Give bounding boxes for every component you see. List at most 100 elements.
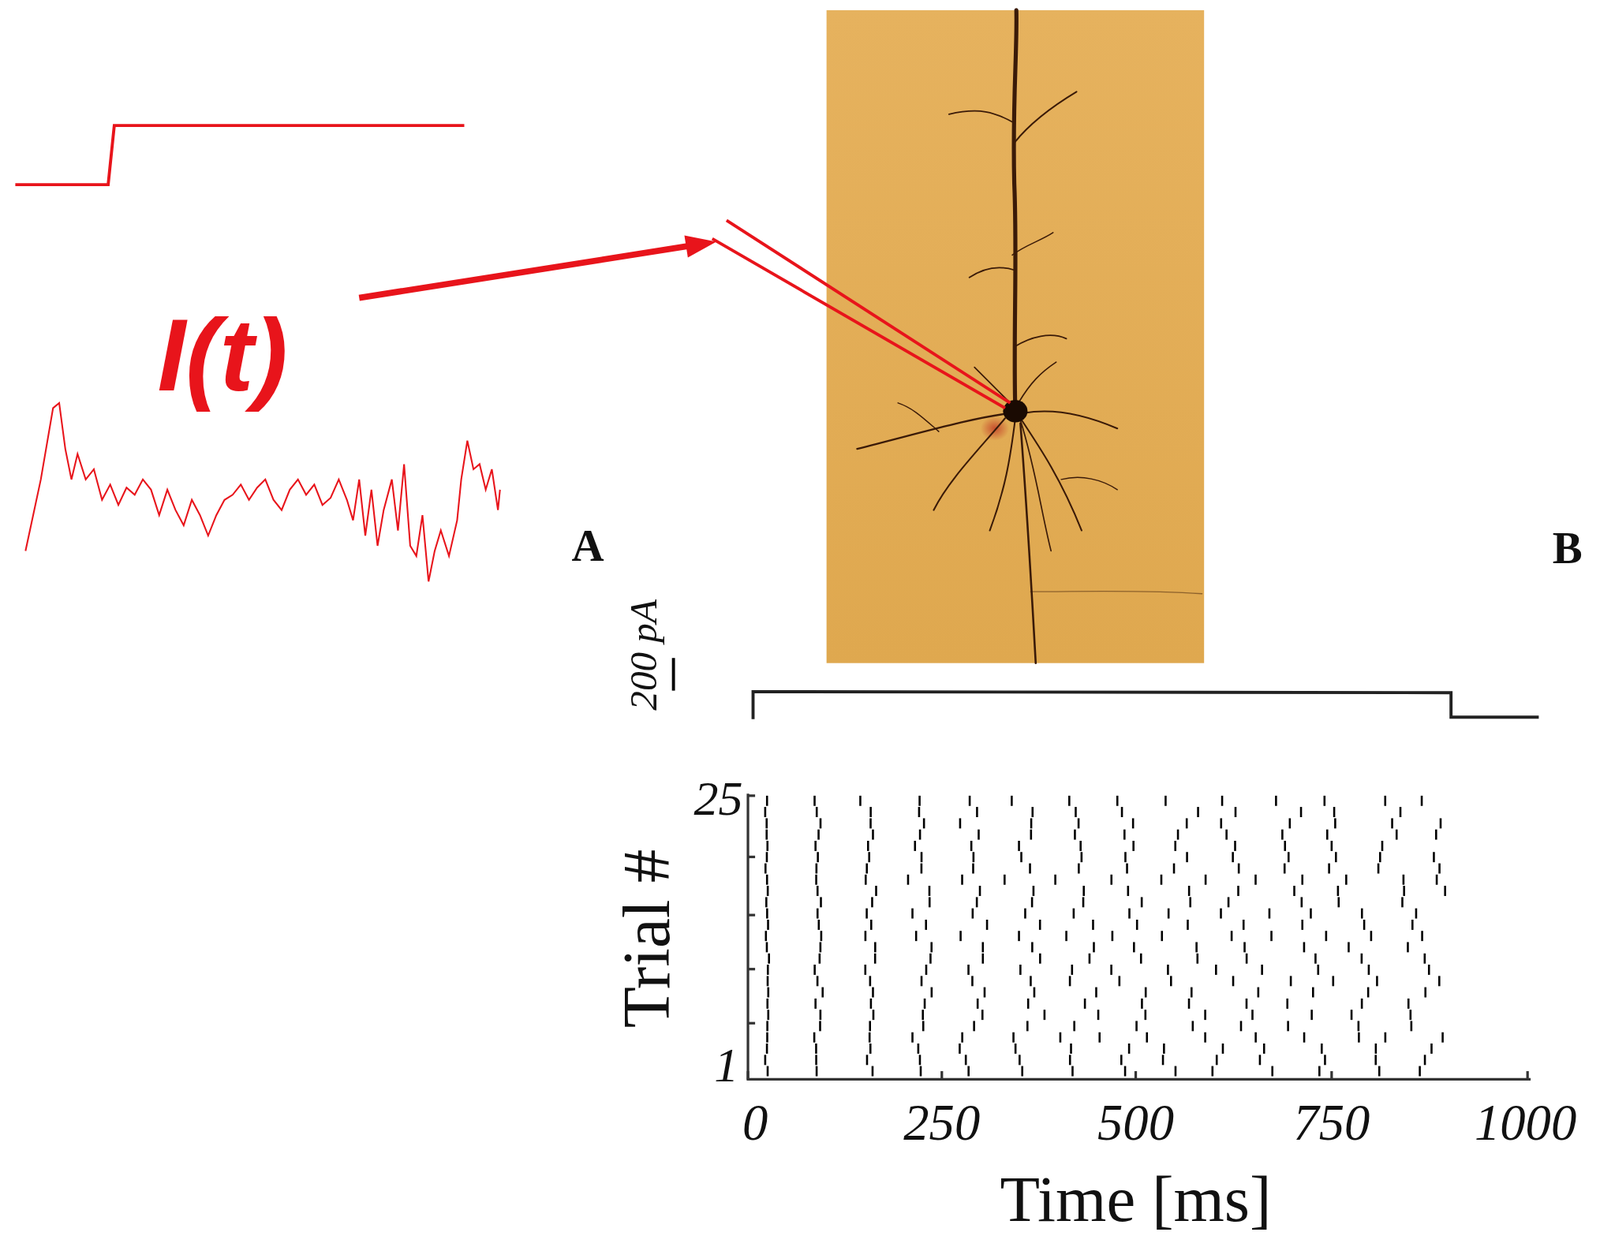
spike-tick <box>1082 885 1085 897</box>
spike-tick <box>1110 874 1113 886</box>
spike-tick <box>813 796 816 807</box>
spike-tick <box>972 1020 976 1032</box>
spike-tick <box>1030 829 1033 841</box>
spike-tick <box>1111 930 1115 942</box>
spike-tick <box>766 987 770 999</box>
spike-tick <box>1091 919 1095 931</box>
spike-tick <box>1326 829 1329 841</box>
spike-tick <box>869 975 872 987</box>
spike-tick <box>1162 1054 1165 1066</box>
spike-tick <box>765 818 768 829</box>
spike-tick <box>871 897 874 908</box>
spike-tick <box>1211 1066 1214 1077</box>
spike-tick <box>959 930 962 942</box>
spike-tick <box>972 852 976 863</box>
scale-bar <box>672 657 676 691</box>
spike-tick <box>1430 1043 1433 1055</box>
spike-tick <box>1074 807 1077 818</box>
spike-tick <box>971 908 975 920</box>
spike-tick <box>1409 1009 1413 1021</box>
spike-tick <box>1300 874 1304 886</box>
spike-tick <box>1170 975 1173 987</box>
spike-tick <box>1303 942 1306 953</box>
spike-tick <box>1420 930 1424 942</box>
spike-tick <box>1379 852 1382 863</box>
spike-tick <box>1110 964 1113 976</box>
spike-tick <box>1174 1066 1178 1077</box>
spike-tick <box>1185 852 1189 863</box>
spike-tick <box>863 964 867 976</box>
spike-tick <box>1167 908 1171 920</box>
spike-tick <box>766 975 770 987</box>
spike-tick <box>1027 998 1030 1010</box>
spike-tick <box>872 1009 875 1021</box>
tick-label: 0 <box>742 1096 768 1148</box>
spike-tick <box>766 796 769 807</box>
spike-tick <box>870 998 873 1010</box>
spike-tick <box>1203 1032 1207 1043</box>
spike-tick <box>864 930 868 942</box>
spike-tick <box>1331 975 1335 987</box>
spike-tick <box>975 897 979 908</box>
panel-letter: A <box>571 524 604 570</box>
spike-tick <box>1132 818 1135 829</box>
spike-tick <box>766 1043 769 1055</box>
spike-tick <box>1173 841 1177 852</box>
spike-tick <box>1443 885 1447 897</box>
spike-tick <box>766 885 770 897</box>
electrode <box>726 220 1011 404</box>
spike-tick <box>977 829 980 841</box>
spike-tick <box>1186 919 1189 931</box>
spike-tick <box>1072 1020 1076 1032</box>
spike-tick <box>1320 1043 1324 1055</box>
spike-tick <box>911 908 914 920</box>
spike-tick <box>1230 930 1234 942</box>
spike-tick <box>1029 975 1032 987</box>
spike-tick <box>1378 1066 1381 1077</box>
spike-tick <box>1237 885 1240 897</box>
spike-tick <box>1432 852 1436 863</box>
spike-tick <box>1028 863 1032 875</box>
arrow-head <box>684 235 716 258</box>
spike-tick <box>1334 852 1338 863</box>
spike-tick <box>1318 1066 1321 1077</box>
spike-tick <box>1065 930 1068 942</box>
tick-label: 750 <box>1293 1096 1370 1148</box>
spike-tick <box>1418 1066 1421 1077</box>
spike-tick <box>981 942 984 953</box>
spike-tick <box>1357 1032 1361 1043</box>
spike-tick <box>1381 841 1384 852</box>
spike-tick <box>1124 1066 1127 1077</box>
spike-tick <box>1017 930 1021 942</box>
spike-tick <box>1233 841 1237 852</box>
spike-tick <box>814 841 817 852</box>
spike-tick <box>1132 942 1136 953</box>
spike-tick <box>818 1020 822 1032</box>
spike-tick <box>868 1032 872 1043</box>
spike-tick <box>919 1054 922 1066</box>
spike-tick <box>920 852 924 863</box>
spike-tick <box>1039 919 1042 931</box>
spike-tick <box>1123 829 1126 841</box>
spike-tick <box>923 998 927 1010</box>
spike-tick <box>1438 863 1441 875</box>
spike-tick <box>1363 919 1366 931</box>
spike-tick <box>1082 897 1085 908</box>
spike-tick <box>1164 796 1167 807</box>
spike-tick <box>970 841 973 852</box>
spike-tick <box>1072 908 1076 920</box>
spike-tick <box>1367 987 1370 999</box>
stimulus-trace <box>753 691 1540 720</box>
spike-tick <box>766 998 769 1010</box>
spike-tick <box>766 964 770 976</box>
spike-tick <box>1384 1032 1387 1043</box>
spike-tick <box>816 975 819 987</box>
spike-tick <box>1125 863 1129 875</box>
spike-tick <box>764 1054 767 1066</box>
spike-tick <box>1116 796 1119 807</box>
spike-tick <box>1312 987 1315 999</box>
spike-tick <box>1270 930 1273 942</box>
spike-tick <box>874 885 878 897</box>
spike-tick <box>1140 897 1144 908</box>
